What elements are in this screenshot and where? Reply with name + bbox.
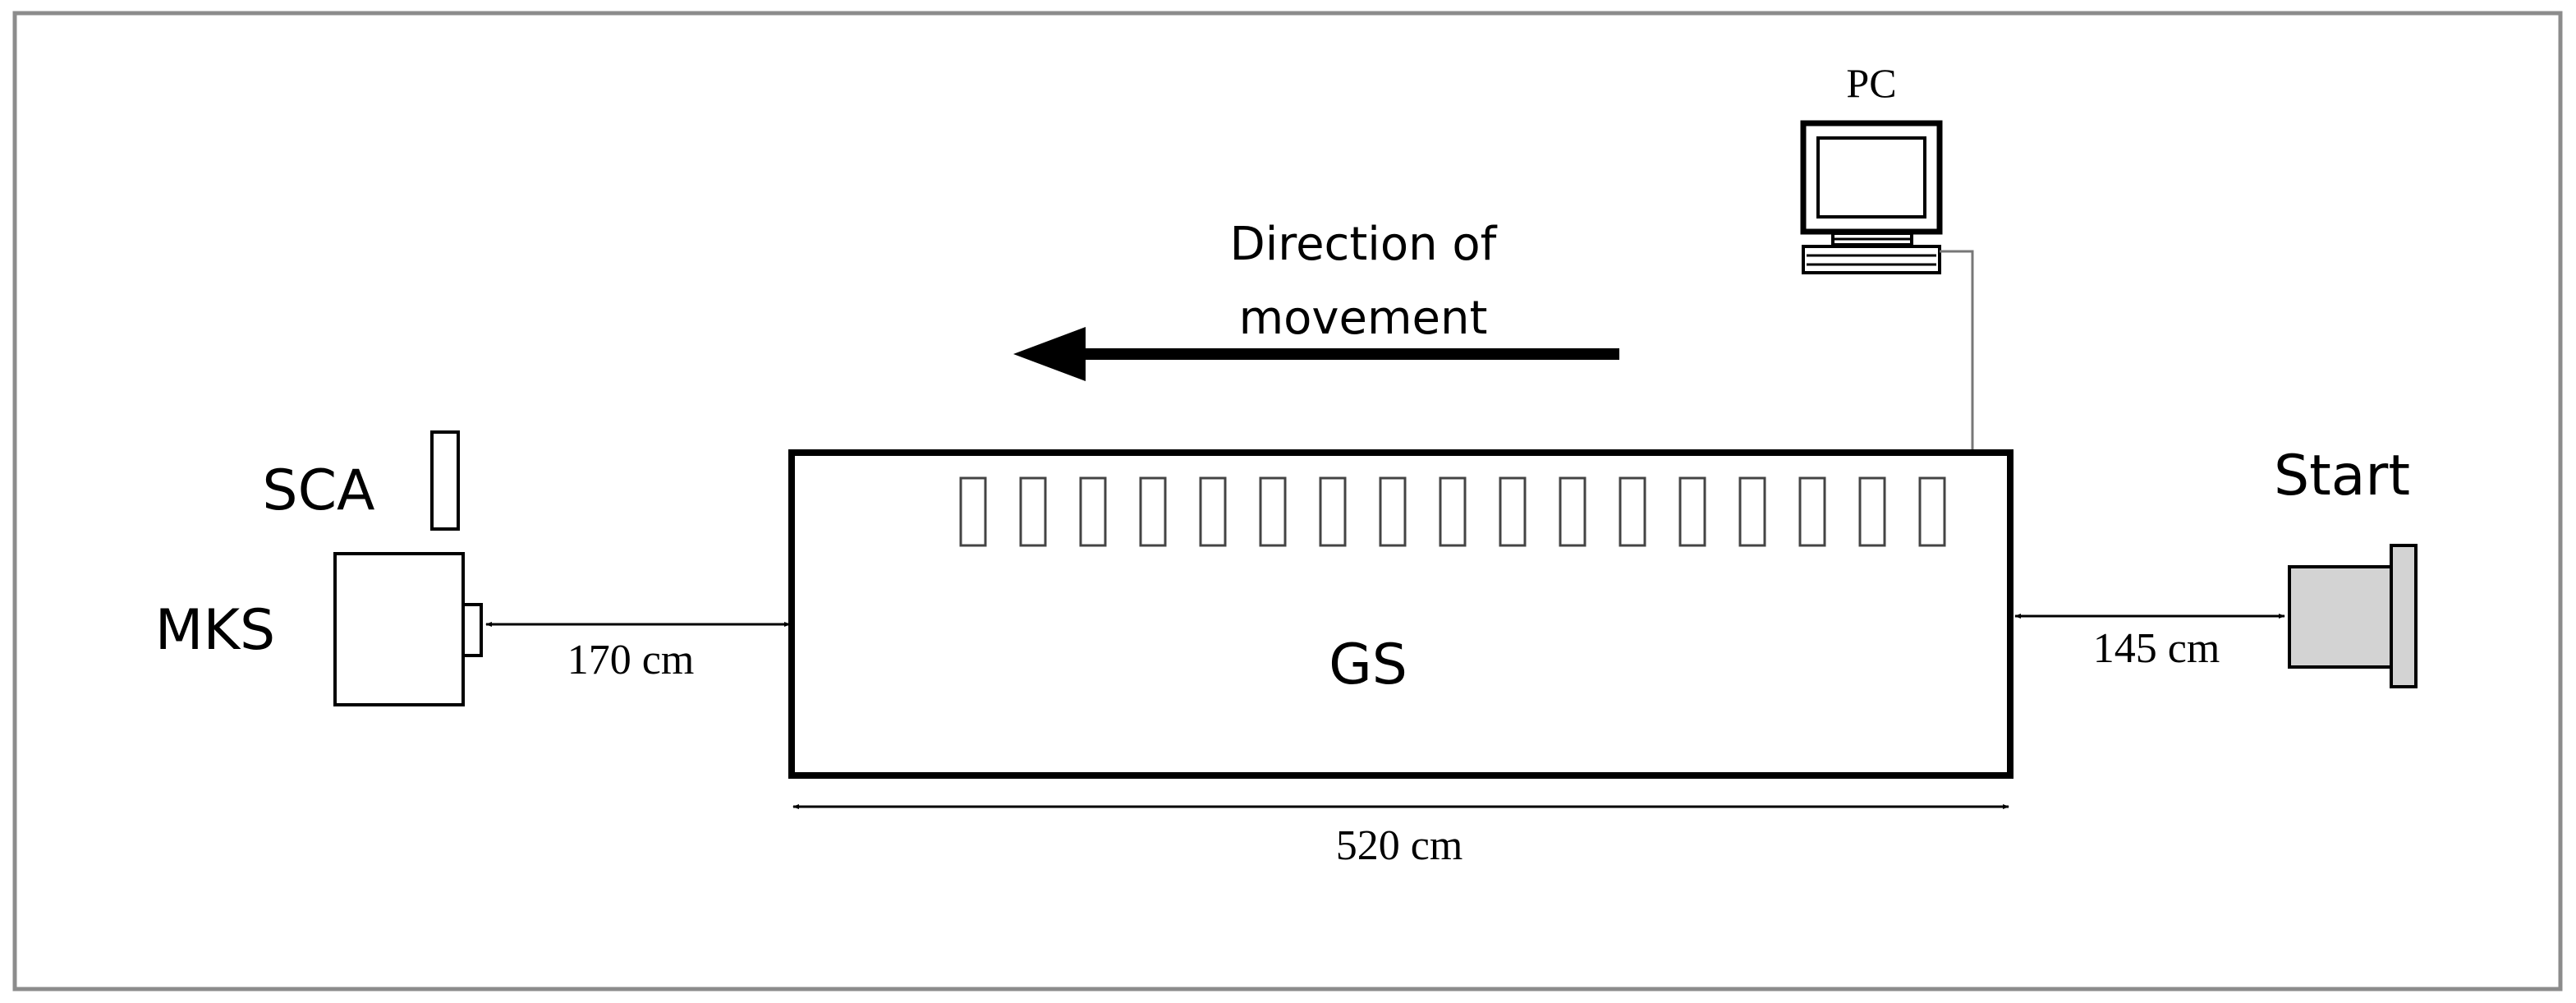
gs-slot: [1019, 476, 1047, 547]
mks-sensor: [461, 603, 483, 657]
direction-label-line1: Direction of: [1230, 218, 1498, 271]
distance-left-label: 170 cm: [567, 637, 695, 683]
gs-slot: [1858, 476, 1886, 547]
start-label: Start: [2274, 444, 2410, 508]
gs-slot: [959, 476, 987, 547]
distance-right-label: 145 cm: [2093, 625, 2220, 672]
pc-computer-icon: [1800, 120, 1943, 274]
gs-slot: [1559, 476, 1586, 547]
gs-slot: [1678, 476, 1706, 547]
gs-slot: [1439, 476, 1467, 547]
gs-slot: [1319, 476, 1347, 547]
gs-label: GS: [1329, 633, 1407, 697]
start-device-flange: [2390, 544, 2418, 688]
gs-slot: [1798, 476, 1826, 547]
gs-slot: [1379, 476, 1407, 547]
pc-label: PC: [1846, 60, 1896, 106]
mks-device: [333, 552, 465, 706]
gs-slot: [1619, 476, 1646, 547]
sca-label: SCA: [262, 458, 374, 523]
gs-slot-row: [959, 476, 1946, 547]
gs-slot: [1259, 476, 1287, 547]
sca-device: [430, 430, 460, 531]
direction-label-line2: movement: [1239, 292, 1488, 345]
mks-label: MKS: [155, 598, 275, 663]
pc-cable: [1940, 250, 1974, 452]
gs-slot: [1199, 476, 1227, 547]
direction-arrow: [1013, 327, 1619, 381]
gs-slot: [1918, 476, 1946, 547]
gs-slot: [1499, 476, 1527, 547]
gs-slot: [1139, 476, 1167, 547]
gs-slot: [1738, 476, 1766, 547]
start-device-body: [2288, 565, 2393, 669]
gs-slot: [1079, 476, 1107, 547]
width-label: 520 cm: [1336, 822, 1463, 869]
